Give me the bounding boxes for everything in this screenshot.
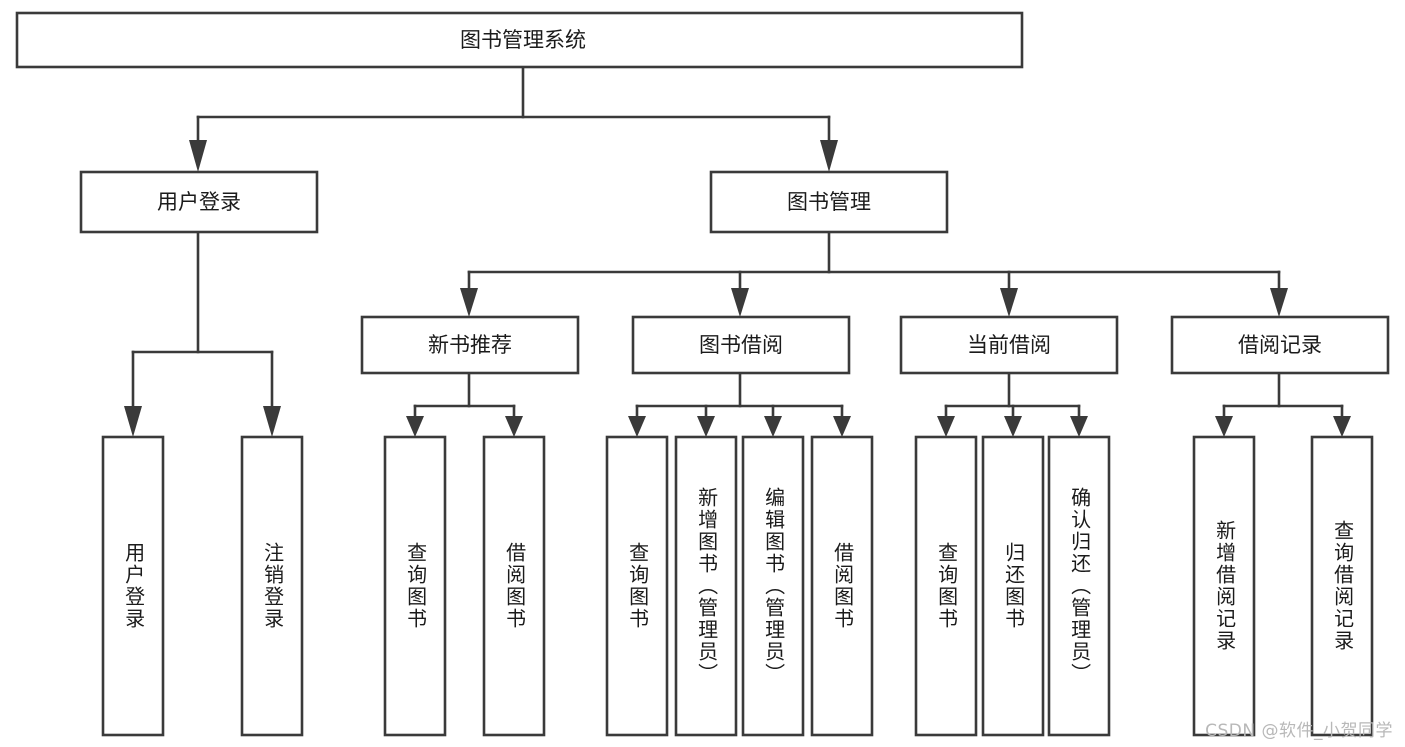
leaf-box-add-borrow-record[interactable] <box>1192 435 1256 737</box>
node-book-management[interactable]: 图书管理 <box>709 170 949 234</box>
leaf-box-query-book-cur[interactable] <box>914 435 978 737</box>
node-user-login-label: 用户登录 <box>157 190 241 214</box>
connector-book-borrow-to-leaves <box>628 371 851 437</box>
leaf-box-edit-book-admin[interactable] <box>741 435 805 737</box>
leaf-box-query-borrow-rec[interactable] <box>1310 435 1374 737</box>
node-borrow-record-label: 借阅记录 <box>1238 333 1322 357</box>
node-new-book-recommend[interactable]: 新书推荐 <box>360 315 580 375</box>
node-root[interactable]: 图书管理系统 <box>15 11 1024 69</box>
connector-current-borrow-to-leaves <box>937 371 1088 437</box>
node-root-label: 图书管理系统 <box>460 28 586 52</box>
connector-borrow-record-to-leaves <box>1215 371 1351 437</box>
node-new-book-recommend-label: 新书推荐 <box>428 333 512 357</box>
leaf-box-user-login[interactable] <box>101 435 165 737</box>
node-book-borrow-label: 图书借阅 <box>699 333 783 357</box>
leaf-box-borrow-book[interactable] <box>810 435 874 737</box>
leaf-box-confirm-return[interactable] <box>1047 435 1111 737</box>
node-book-borrow[interactable]: 图书借阅 <box>631 315 851 375</box>
csdn-watermark: CSDN @软件_小贺同学 <box>1205 721 1393 741</box>
connector-root-to-level2 <box>189 65 838 172</box>
leaf-box-return-book[interactable] <box>981 435 1045 737</box>
connector-new-book-rec-to-leaves <box>406 371 523 437</box>
node-current-borrow[interactable]: 当前借阅 <box>899 315 1119 375</box>
leaf-box-borrow-book-rec[interactable] <box>482 435 546 737</box>
node-book-management-label: 图书管理 <box>787 190 871 214</box>
connector-user-login-to-leaves <box>124 230 281 437</box>
connector-book-mgmt-to-level3 <box>460 230 1288 317</box>
leaf-box-add-book-admin[interactable] <box>674 435 738 737</box>
node-borrow-record[interactable]: 借阅记录 <box>1170 315 1390 375</box>
node-current-borrow-label: 当前借阅 <box>967 333 1051 357</box>
node-user-login[interactable]: 用户登录 <box>79 170 319 234</box>
leaf-box-logout-login[interactable] <box>240 435 304 737</box>
leaf-box-query-book-borrow[interactable] <box>605 435 669 737</box>
leaf-box-query-book-rec[interactable] <box>383 435 447 737</box>
